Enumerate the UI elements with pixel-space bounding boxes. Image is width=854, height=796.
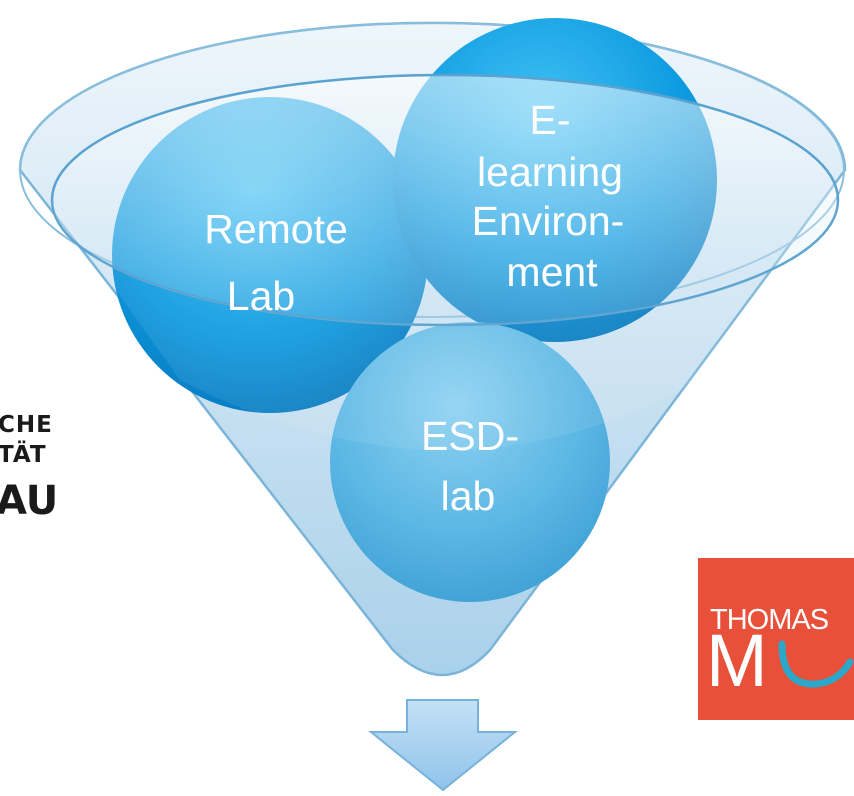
thomas-more-logo-mark: M xyxy=(706,619,854,702)
thomas-more-logo-glyph: M xyxy=(706,619,768,702)
esd-lab-line-1: ESD- xyxy=(421,413,519,459)
esd-lab-label: ESD- lab xyxy=(421,413,519,519)
elearning-line-3: Environ- xyxy=(472,198,625,244)
thomas-more-logo-text: THOMAS xyxy=(710,604,829,636)
elearning-line-2: learning xyxy=(477,149,623,195)
down-arrow-icon xyxy=(368,699,518,792)
funnel-rim-inner xyxy=(50,73,840,327)
elearning-label: E- learning Environ- ment xyxy=(472,97,625,295)
university-logo-line-1: CHE xyxy=(0,412,53,438)
thomas-more-logo: THOMAS M xyxy=(698,558,854,720)
esd-lab-circle xyxy=(330,322,610,602)
remote-lab-label: Remote Lab xyxy=(204,206,348,319)
esd-lab-line-2: lab xyxy=(441,473,496,519)
university-logo-line-2: TÄT xyxy=(0,442,47,468)
elearning-line-4: ment xyxy=(506,249,598,295)
elearning-line-1: E- xyxy=(530,97,571,143)
remote-lab-line-2: Lab xyxy=(227,273,295,319)
funnel-front-shade xyxy=(52,200,838,450)
university-logo-line-3: AU xyxy=(0,478,59,524)
remote-lab-line-1: Remote xyxy=(204,206,348,252)
